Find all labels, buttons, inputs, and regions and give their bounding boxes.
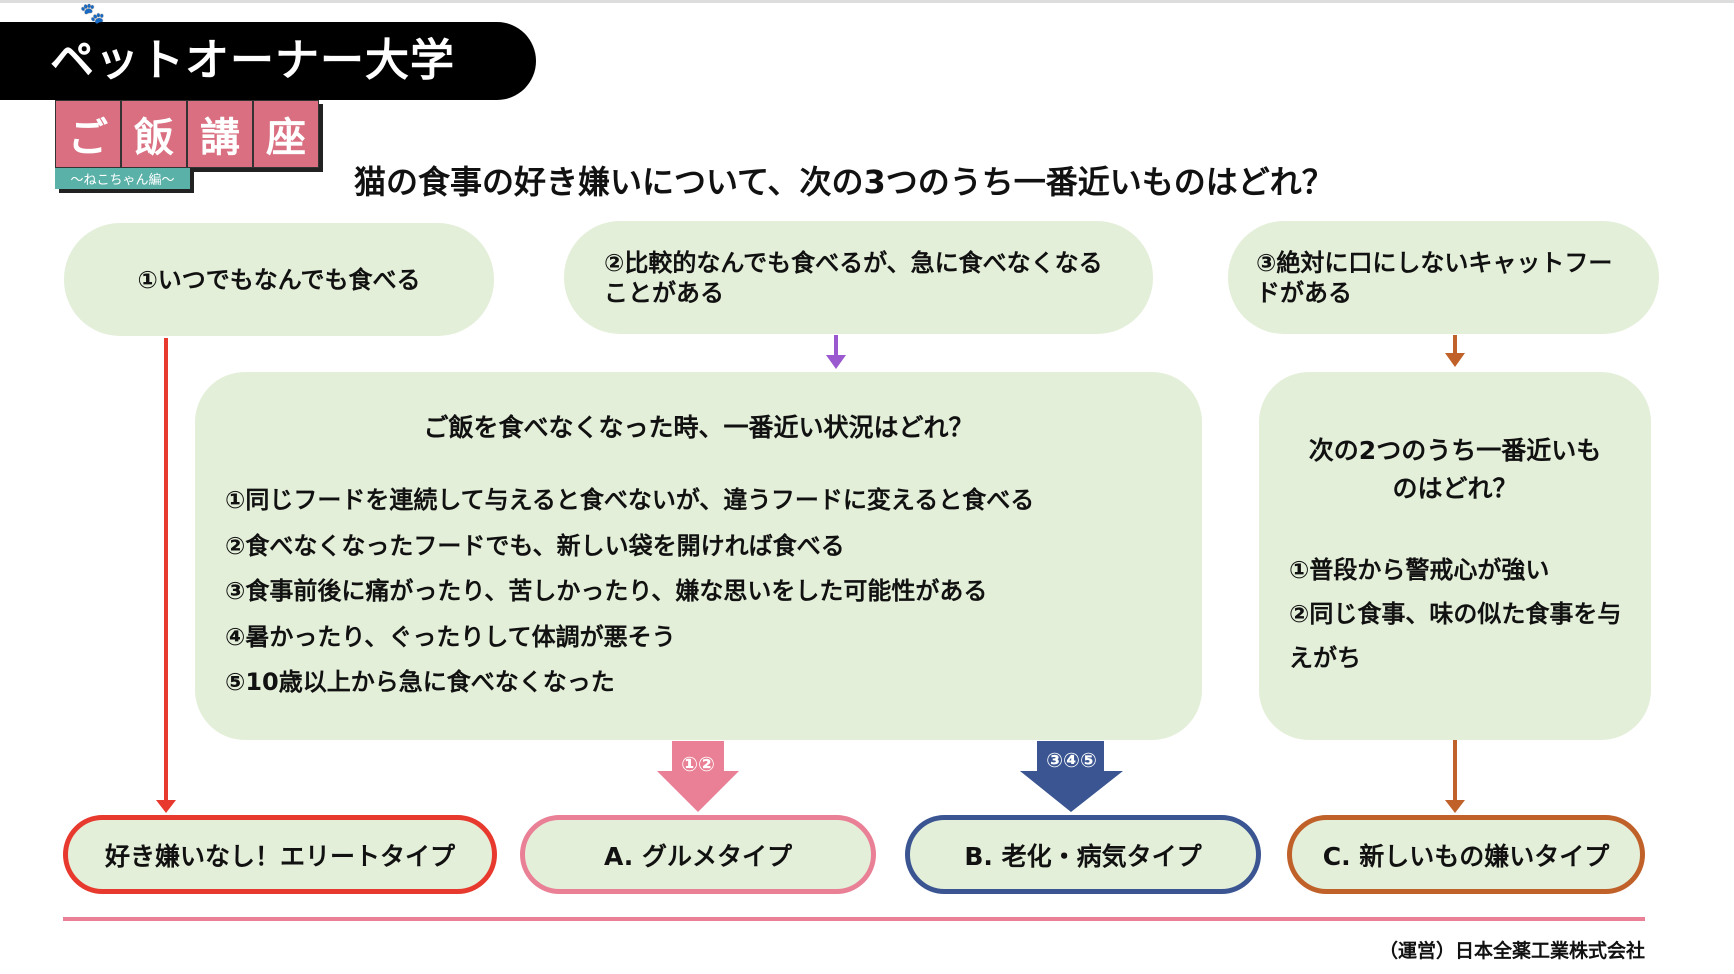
main-question: 猫の食事の好き嫌いについて、次の3つのうち一番近いものはどれ？ <box>354 163 1334 201</box>
situation-box: ご飯を食べなくなった時、一番近い状況はどれ？ ①同じフードを連続して与えると食べ… <box>195 372 1202 740</box>
option-text: ③絶対に口にしないキャットフードがある <box>1256 248 1613 307</box>
paw-icon: 🐾 <box>80 1 105 25</box>
situation-item: ④暑かったり、ぐったりして体調が悪そう <box>225 622 676 651</box>
course-char: 飯 <box>121 100 187 168</box>
arrow-label-b: ③④⑤ <box>1046 748 1097 772</box>
brand-title: ペットオーナー大学 <box>50 35 455 86</box>
option-text: ②比較的なんでも食べるが、急に食べなくなることがある <box>604 248 1103 307</box>
course-char: ご <box>55 100 121 168</box>
option-1: ①いつでもなんでも食べる <box>64 223 494 336</box>
situation-title: ご飯を食べなくなった時、一番近い状況はどれ？ <box>423 413 974 442</box>
option-3: ③絶対に口にしないキャットフードがある <box>1228 221 1659 334</box>
choice-box: 次の2つのうち一番近いものはどれ？ ①普段から警戒心が強い ②同じ食事、味の似た… <box>1259 372 1651 740</box>
choice-title: 次の2つのうち一番近いものはどれ？ <box>1308 436 1602 503</box>
choice-item: ①普段から警戒心が強い <box>1289 556 1550 584</box>
result-gourmet: A. グルメタイプ <box>520 815 876 894</box>
arrow-label-a: ①② <box>681 752 715 776</box>
option-text: ①いつでもなんでも食べる <box>137 265 421 294</box>
situation-item: ②食べなくなったフードでも、新しい袋を開ければ食べる <box>225 531 845 560</box>
result-label: C. 新しいもの嫌いタイプ <box>1322 841 1610 871</box>
result-label: A. グルメタイプ <box>603 841 792 871</box>
orange-arrow-top <box>1445 335 1465 367</box>
subtitle-tag: 〜ねこちゃん編〜 <box>55 168 190 189</box>
choice-item: ②同じ食事、味の似た食事を与えがち <box>1289 600 1622 672</box>
course-char: 座 <box>253 100 319 168</box>
option-2: ②比較的なんでも食べるが、急に食べなくなることがある <box>564 221 1153 334</box>
pink-arrow <box>657 741 739 812</box>
red-arrow <box>156 338 176 813</box>
footer-credit: （運営）日本全薬工業株式会社 <box>1378 940 1645 962</box>
result-neophobia: C. 新しいもの嫌いタイプ <box>1287 815 1645 894</box>
course-char: 講 <box>187 100 253 168</box>
result-label: 好き嫌いなし！エリートタイプ <box>104 841 455 871</box>
situation-item: ①同じフードを連続して与えると食べないが、違うフードに変えると食べる <box>225 486 1035 514</box>
result-label: B. 老化・病気タイプ <box>964 841 1202 871</box>
orange-arrow-bottom <box>1445 740 1465 813</box>
situation-item: ③食事前後に痛がったり、苦しかったり、嫌な思いをした可能性がある <box>225 577 988 605</box>
result-aging: B. 老化・病気タイプ <box>905 815 1261 894</box>
blue-arrow <box>1020 741 1123 812</box>
situation-item: ⑤10歳以上から急に食べなくなった <box>225 668 615 696</box>
purple-arrow <box>826 335 846 369</box>
result-elite: 好き嫌いなし！エリートタイプ <box>63 815 497 894</box>
top-border <box>0 0 1734 3</box>
brand-banner: ペットオーナー大学 <box>0 22 536 100</box>
